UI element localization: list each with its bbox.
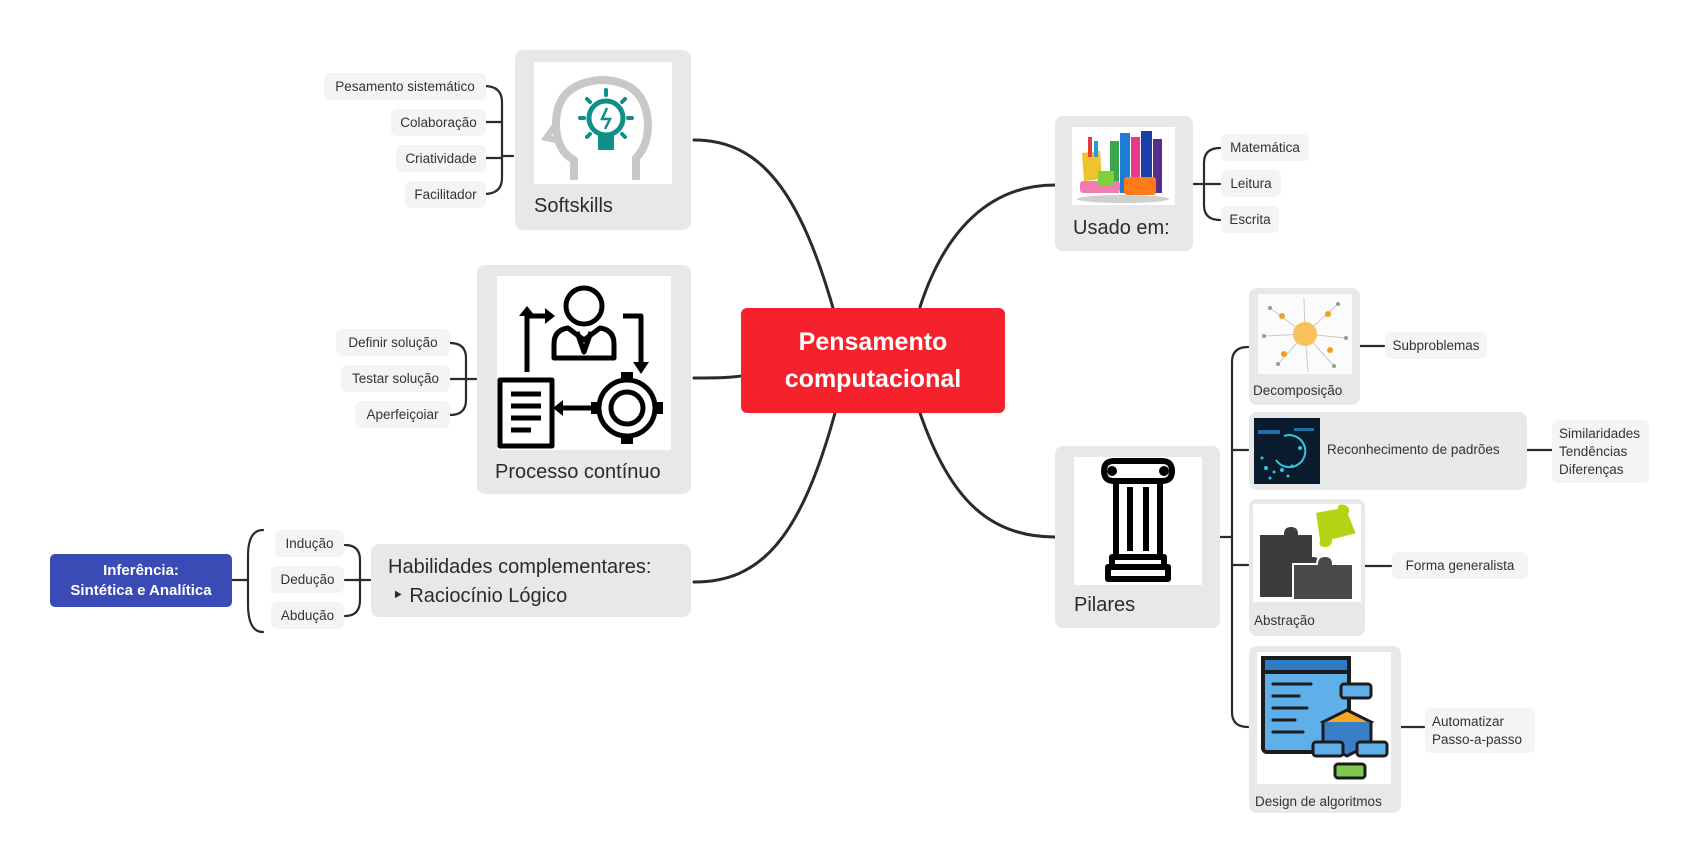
leaf-label: Escrita [1229, 212, 1271, 227]
habilidades-subtitle: ‣ Raciocínio Lógico [392, 585, 568, 607]
usado-item-escrita[interactable]: Escrita [1221, 206, 1279, 233]
topic-pilares-label: Pilares [1074, 594, 1136, 616]
leaf-label: Abdução [280, 608, 335, 623]
leaf-label: Testar solução [351, 371, 440, 386]
padroes-item-similaridades: Similaridades [1559, 425, 1641, 441]
topic-processo[interactable]: Processo contínuo [477, 265, 691, 494]
leaf-label: Leitura [1230, 176, 1272, 191]
abstracao-label: Abstração [1254, 613, 1315, 628]
books-and-school-supplies-icon [1072, 127, 1175, 205]
leaf-label: Forma generalista [1405, 558, 1515, 573]
usado-item-matematica[interactable]: Matemática [1221, 134, 1309, 161]
topic-processo-label: Processo contínuo [495, 461, 661, 483]
usado-item-leitura[interactable]: Leitura [1221, 170, 1281, 197]
processo-item-aperfeicoar[interactable]: Aperfeiçoiar [355, 401, 450, 428]
connector-usado [918, 183, 1057, 309]
puzzle-pieces-icon [1253, 504, 1361, 602]
softskill-item-facilitador[interactable]: Facilitador [405, 181, 486, 208]
central-title-line1: Pensamento [798, 327, 948, 356]
topic-usado[interactable]: Usado em: [1055, 116, 1193, 251]
leaf-label: Criatividade [405, 151, 477, 166]
softskill-item-pensamento[interactable]: Pesamento sistemático [324, 73, 486, 100]
connector-habilidades [692, 411, 837, 584]
topic-usado-label: Usado em: [1073, 217, 1170, 239]
decomposicao-label: Decomposição [1253, 383, 1343, 398]
topic-softskills-label: Softskills [534, 195, 613, 217]
code-flowchart-icon [1257, 652, 1391, 784]
decomposicao-item[interactable]: Subproblemas [1385, 332, 1487, 359]
padroes-items[interactable]: Similaridades Tendências Diferenças [1552, 420, 1649, 483]
habilidade-item-inducao[interactable]: Indução [275, 530, 344, 557]
algoritmos-label: Design de algoritmos [1255, 794, 1382, 809]
central-topic[interactable]: Pensamento computacional [741, 308, 1005, 413]
inferencia-node[interactable]: Inferência: Sintética e Analítica [50, 554, 232, 607]
pilar-algoritmos[interactable]: Design de algoritmos [1249, 646, 1401, 813]
leaf-label: Indução [285, 536, 334, 551]
inferencia-line1: Inferência: [103, 561, 179, 579]
exploding-network-icon [1258, 294, 1352, 374]
padroes-item-diferencas: Diferenças [1559, 461, 1624, 477]
habilidade-item-abducao[interactable]: Abdução [271, 602, 344, 629]
leaf-label: Dedução [280, 572, 335, 587]
algoritmos-item-passo: Passo-a-passo [1432, 731, 1523, 747]
padroes-label: Reconhecimento de padrões [1327, 442, 1500, 457]
habilidade-item-deducao[interactable]: Dedução [271, 566, 344, 593]
padroes-item-tendencias: Tendências [1559, 443, 1628, 459]
person-document-gear-cycle-icon [497, 276, 671, 450]
lightbulb-head-icon [534, 62, 672, 184]
softskill-item-criatividade[interactable]: Criatividade [396, 145, 486, 172]
leaf-label: Colaboração [400, 115, 477, 130]
digital-pattern-icon [1254, 418, 1320, 484]
leaf-label: Matemática [1230, 140, 1300, 155]
leaf-label: Definir solução [348, 335, 438, 350]
pilar-abstracao[interactable]: Abstração [1249, 499, 1365, 636]
softskill-item-colaboracao[interactable]: Colaboração [391, 109, 486, 136]
processo-item-definir[interactable]: Definir solução [336, 329, 450, 356]
habilidades-title: Habilidades complementares: [388, 556, 652, 578]
algoritmos-item-automatizar: Automatizar [1432, 713, 1505, 729]
topic-softskills[interactable]: Softskills [515, 50, 691, 230]
inferencia-line2: Sintética e Analítica [70, 581, 212, 599]
greek-column-icon [1074, 457, 1202, 585]
connector-softskills [692, 138, 837, 317]
pilar-padroes[interactable]: Reconhecimento de padrões [1249, 412, 1527, 490]
connector-pilares [918, 411, 1057, 539]
processo-item-testar[interactable]: Testar solução [341, 365, 450, 392]
leaf-label: Pesamento sistemático [335, 79, 475, 94]
leaf-label: Facilitador [414, 187, 477, 202]
topic-pilares[interactable]: Pilares [1055, 446, 1220, 628]
leaf-label: Aperfeiçoiar [366, 407, 439, 422]
pilar-decomposicao[interactable]: Decomposição [1249, 288, 1360, 405]
topic-habilidades[interactable]: Habilidades complementares: ‣ Raciocínio… [371, 544, 691, 617]
central-title-line2: computacional [784, 364, 962, 393]
algoritmos-items[interactable]: Automatizar Passo-a-passo [1425, 708, 1535, 753]
leaf-label: Subproblemas [1392, 338, 1480, 353]
abstracao-item[interactable]: Forma generalista [1392, 552, 1528, 579]
